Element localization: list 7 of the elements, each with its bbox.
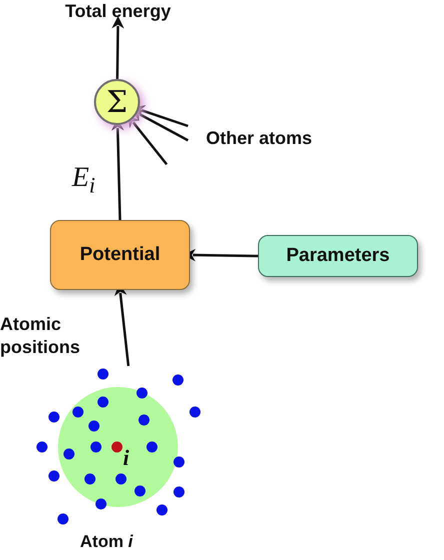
node-label: Atom i	[80, 532, 133, 552]
text-label: Other atoms	[188, 126, 330, 150]
summation-circle: Σ	[94, 79, 140, 125]
text-label: Total energy	[56, 0, 180, 23]
process-box: Parameters	[258, 235, 418, 277]
process-box: Potential	[50, 220, 190, 290]
arrow	[112, 16, 124, 80]
